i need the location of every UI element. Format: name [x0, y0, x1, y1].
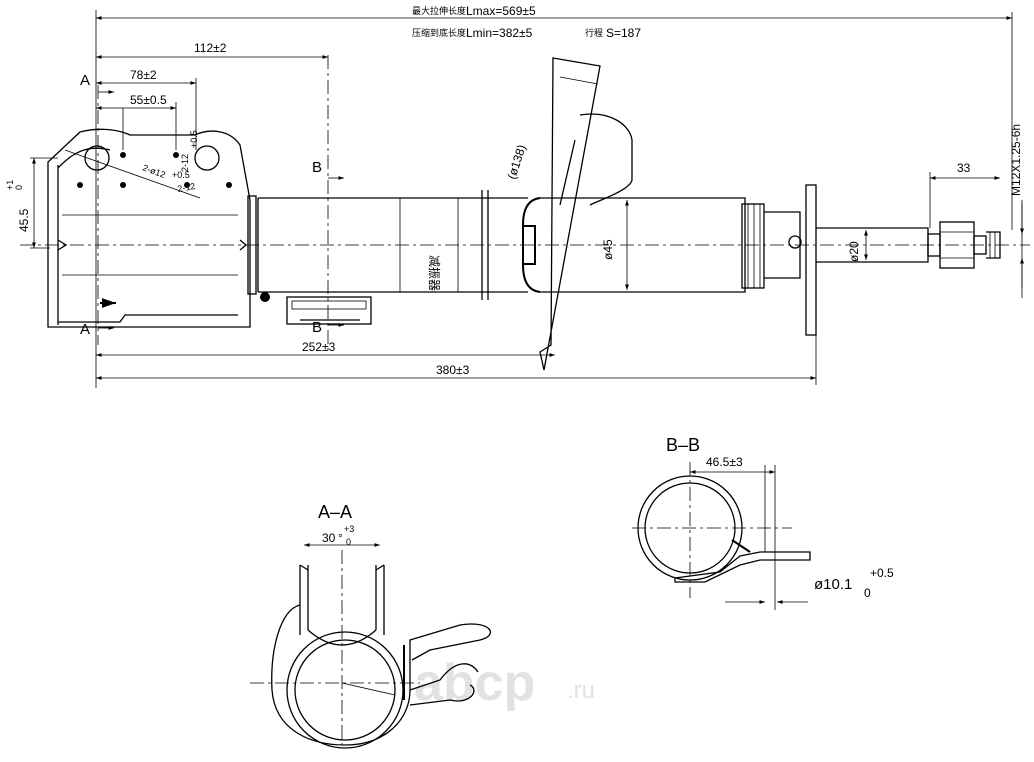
section-bb-view: B–B 46.5±3 ø10.1 +0.5 0 — [632, 435, 894, 610]
section-a-top: A — [80, 72, 90, 89]
section-a-bottom: A — [80, 321, 90, 338]
dim-252: 252±3 — [302, 340, 336, 354]
section-bb-hole-dia: ø10.1 — [814, 576, 852, 593]
lmin-value: Lmin=382±5 — [466, 26, 533, 40]
slot-pair-label: 2-12 — [177, 181, 196, 194]
rod-dia-label: ø20 — [847, 241, 861, 262]
dim-55: 55±0.5 — [130, 93, 167, 107]
main-view: 2-ø12 +0.5 2-12 +0.5 2-12 减振器 — [5, 4, 1030, 388]
hole-pair-a-tol: +0.5 — [172, 170, 190, 180]
stroke-value: S=187 — [606, 26, 641, 40]
mount-hole-right — [194, 145, 220, 171]
top-plate — [805, 184, 817, 336]
dim-45-5-tol-lower: 0 — [14, 185, 24, 190]
stroke-cn-label: 行程 — [585, 27, 603, 38]
dim-45-5: 45.5 — [17, 208, 31, 232]
hole-pair-a-label: 2-ø12 — [141, 162, 167, 179]
dim-45-5-tol-upper: +1 — [5, 180, 15, 190]
body-marking: 减振器 — [427, 255, 441, 291]
thread-label: M12X1.25-6h — [1009, 124, 1023, 196]
mount-hole-left — [84, 145, 110, 171]
lmax-cn-label: 最大拉伸长度 — [412, 5, 466, 16]
watermark: abcp .ru — [414, 654, 595, 712]
spring-seat-dia: (ø138) — [505, 143, 529, 181]
section-aa-angle-tol-upper: +3 — [344, 524, 354, 534]
dim-78: 78±2 — [130, 68, 157, 82]
section-bb-offset: 46.5±3 — [706, 455, 743, 469]
clamp-plate — [247, 195, 257, 295]
section-aa-view: A–A 30 ° +3 0 — [250, 502, 492, 749]
section-aa-angle: 30 — [322, 531, 336, 545]
bb-bracket — [286, 296, 372, 325]
section-bb-title: B–B — [666, 435, 700, 455]
section-bb-hole-tol-upper: +0.5 — [870, 566, 894, 580]
hole-pair-b-label: 2-12 — [180, 154, 190, 172]
knurled-ring — [741, 203, 765, 289]
body-dia-label: ø45 — [601, 239, 615, 260]
section-bb-hole-tol-lower: 0 — [864, 586, 871, 600]
hole-pair-b-tol: +0.5 — [189, 130, 199, 148]
upper-body: ø45 — [540, 184, 817, 336]
dim-380: 380±3 — [436, 363, 470, 377]
lmin-cn-label: 压缩到底长度 — [412, 27, 466, 38]
watermark-suffix: .ru — [567, 677, 595, 704]
lmax-value: Lmax=569±5 — [466, 4, 536, 18]
piston-rod: ø20 — [816, 221, 1001, 269]
section-aa-title: A–A — [318, 502, 352, 522]
dim-112: 112±2 — [194, 41, 227, 55]
knuckle-bracket: 2-ø12 +0.5 2-12 +0.5 2-12 — [47, 128, 251, 328]
thread-length-label: 33 — [957, 161, 971, 175]
section-b-top: B — [312, 159, 322, 176]
section-aa-angle-unit: ° — [338, 531, 343, 545]
section-aa-angle-tol-lower: 0 — [346, 537, 351, 547]
cylinder-body: 减振器 — [258, 190, 541, 325]
section-b-bottom: B — [312, 319, 322, 336]
